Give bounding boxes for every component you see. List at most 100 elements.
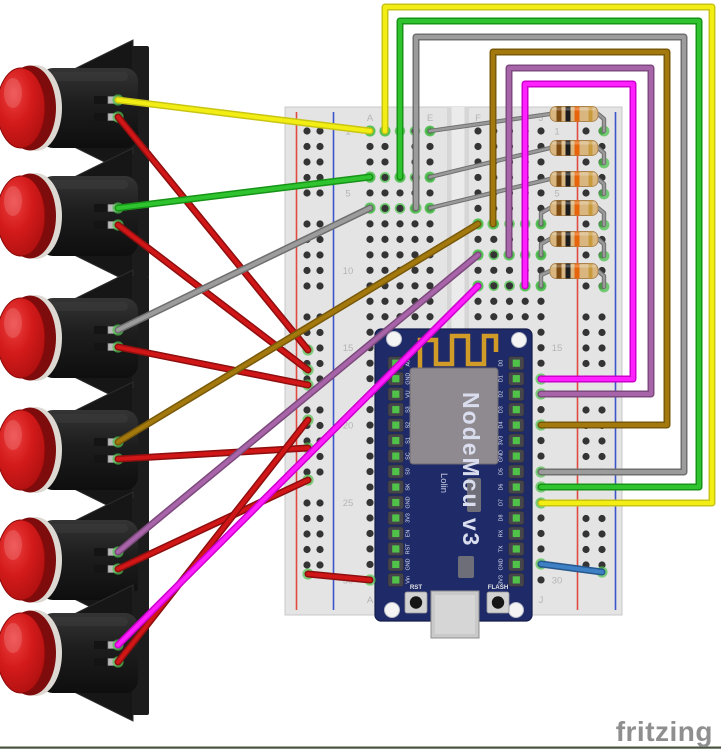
resistor-5[interactable] <box>535 231 610 262</box>
wire-loop-yellow[interactable] <box>379 3 716 509</box>
resistor-band <box>565 200 571 216</box>
wire-blue-3v3-rail[interactable] <box>535 558 608 578</box>
wifi-antenna-trace <box>417 333 499 384</box>
wire-red-rail-vin[interactable] <box>302 568 376 586</box>
pin-pad[interactable] <box>512 498 520 507</box>
pin-label-left: VU <box>406 390 412 398</box>
pin-label-left: SK <box>406 483 412 491</box>
pin-pad[interactable] <box>392 406 400 414</box>
resistor-band <box>574 171 580 187</box>
button-cap[interactable] <box>0 409 46 491</box>
pin-pad[interactable] <box>512 359 520 367</box>
pin-pad[interactable] <box>512 390 520 398</box>
resistor-body <box>549 106 599 122</box>
pin-pad[interactable] <box>392 545 400 553</box>
wire-red-button3[interactable] <box>112 341 314 391</box>
button-terminal <box>94 548 110 556</box>
row-number-1: 1 <box>345 127 350 138</box>
button-cap[interactable] <box>0 175 46 257</box>
resistor-4[interactable] <box>535 200 610 231</box>
button-cap[interactable] <box>0 612 46 694</box>
pin-label-left: GND <box>406 558 412 570</box>
pin-pad[interactable] <box>392 390 400 398</box>
wire-gold-button4[interactable] <box>112 218 484 448</box>
pin-label-right: D6 <box>499 484 505 491</box>
pin-pad[interactable] <box>512 452 520 460</box>
wire-red-button5[interactable] <box>112 474 314 575</box>
pin-label-right: GND <box>499 450 505 462</box>
nodemcu-brand: Lolin <box>438 473 449 493</box>
pin-label-left: S1 <box>406 437 412 444</box>
pin-pad[interactable] <box>512 576 520 584</box>
pin-pad[interactable] <box>392 514 400 522</box>
pushbutton-3[interactable] <box>0 269 149 407</box>
button-cap[interactable] <box>0 519 46 601</box>
button-cap[interactable] <box>0 297 46 379</box>
resistor-body <box>549 231 599 247</box>
pushbutton-4[interactable] <box>0 381 149 519</box>
pin-pad[interactable] <box>392 375 400 383</box>
wire-purple-button5[interactable] <box>112 249 484 558</box>
pin-pad[interactable] <box>512 529 520 538</box>
pin-label-left: S3 <box>406 406 412 413</box>
wire-loop-purple[interactable] <box>503 64 655 400</box>
pin-pad[interactable] <box>392 498 400 507</box>
wire-red-button6[interactable] <box>112 414 314 668</box>
wire-red-button4[interactable] <box>112 442 314 465</box>
mount-hole <box>386 331 402 347</box>
pin-pad[interactable] <box>512 467 520 476</box>
resistor-band <box>556 106 562 122</box>
pin-pad[interactable] <box>392 437 400 445</box>
pin-pad[interactable] <box>512 406 520 414</box>
resistor-band <box>565 140 571 156</box>
wire-loop-green[interactable] <box>394 17 703 493</box>
wire-gray-button3[interactable] <box>112 202 376 336</box>
pushbutton-1[interactable] <box>0 39 149 177</box>
wire-red-button1[interactable] <box>112 111 314 356</box>
pin-label-right: TX <box>499 545 505 552</box>
resistor-band <box>556 231 562 247</box>
wire-green-button2[interactable] <box>112 171 376 214</box>
pin-pad[interactable] <box>392 452 400 460</box>
resistor-band <box>565 106 571 122</box>
row-number-1: 1 <box>554 127 559 138</box>
pin-pad[interactable] <box>392 483 400 491</box>
pin-pad[interactable] <box>512 421 520 429</box>
flash-button[interactable] <box>491 596 505 609</box>
wire-yellow-button1[interactable] <box>112 94 376 137</box>
pin-pad[interactable] <box>512 483 520 491</box>
wire-loop-gray[interactable] <box>410 33 688 478</box>
wire-loop-gold[interactable] <box>487 48 671 431</box>
smd-component <box>458 556 474 578</box>
row-number-5: 5 <box>345 188 350 199</box>
pin-pad[interactable] <box>392 467 400 476</box>
resistor-6[interactable] <box>535 263 610 293</box>
rst-button[interactable] <box>409 596 423 609</box>
pin-pad[interactable] <box>512 560 520 569</box>
button-cap[interactable] <box>0 67 46 149</box>
pin-pad[interactable] <box>512 514 520 522</box>
flash-label: FLASH <box>488 584 509 591</box>
pushbutton-2[interactable] <box>0 147 149 285</box>
pin-label-right: D8 <box>499 515 505 522</box>
row-number-10: 10 <box>343 266 354 277</box>
pin-pad[interactable] <box>512 437 520 445</box>
pin-pad[interactable] <box>512 375 520 383</box>
pin-label-right: D0 <box>499 360 505 367</box>
button-body <box>40 298 138 378</box>
wire-magenta-button6[interactable] <box>112 280 484 651</box>
pin-pad[interactable] <box>392 560 400 569</box>
pin-pad[interactable] <box>392 576 400 584</box>
pin-pad[interactable] <box>392 529 400 538</box>
resistor-band <box>574 200 580 216</box>
wire-loop-magenta[interactable] <box>519 80 637 385</box>
pin-pad[interactable] <box>392 421 400 429</box>
button-terminal <box>94 326 110 334</box>
resistor-band <box>574 106 580 122</box>
pin-pad[interactable] <box>512 545 520 553</box>
nodemcu-title: NodeMcu v3 <box>458 392 484 547</box>
resistor-body <box>549 200 599 216</box>
button-body <box>40 613 138 693</box>
